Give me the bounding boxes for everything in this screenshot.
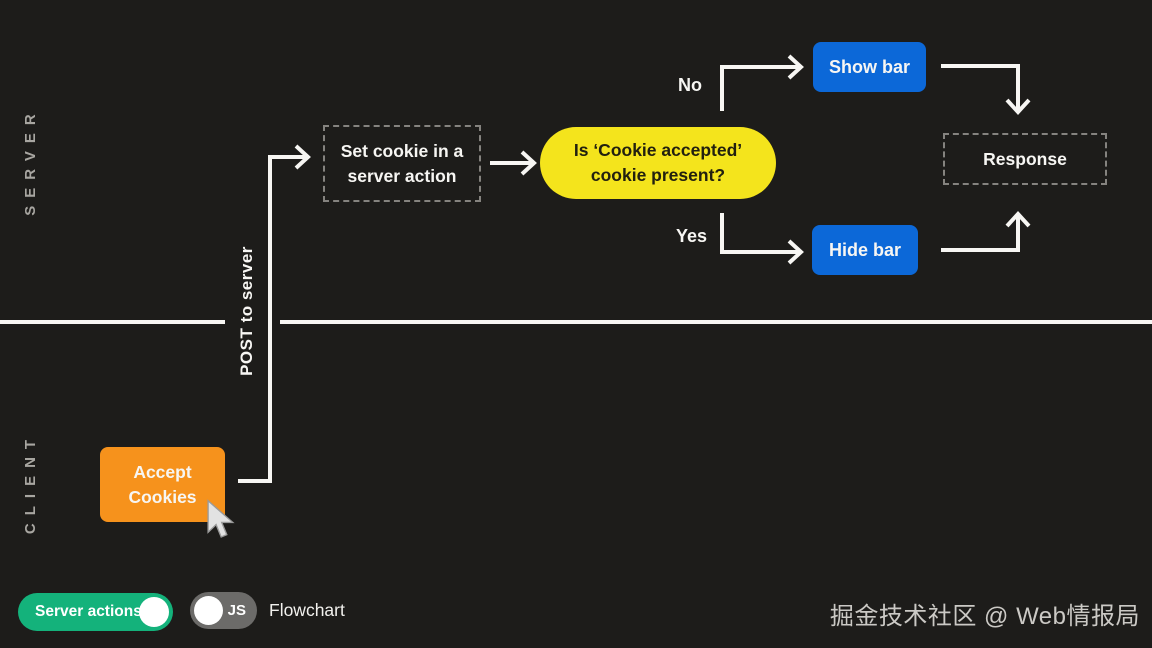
js-toggle-label: JS (227, 602, 246, 619)
connector-hidebar-to-response (941, 214, 1020, 252)
arrowhead-response-top (1005, 98, 1031, 115)
post-to-server-label: POST to server (237, 246, 256, 376)
yes-branch-label: Yes (676, 226, 708, 246)
js-toggle[interactable]: JS (190, 592, 257, 629)
accept-cookies-button[interactable]: Accept Cookies (100, 447, 225, 522)
connector-accept-to-setcookie (238, 155, 308, 483)
lane-label-client: CLIENT (22, 431, 39, 535)
server-actions-toggle-knob[interactable] (139, 597, 169, 627)
hide-bar-node: Hide bar (812, 225, 918, 275)
arrowhead-response-bottom (1005, 211, 1031, 228)
connector-showbar-to-response (941, 64, 1020, 112)
watermark-text: 掘金技术社区 @ Web情报局 (829, 603, 1140, 630)
no-branch-label: No (678, 75, 702, 95)
arrowhead-setcookie (294, 144, 311, 170)
show-bar-label: Show bar (828, 56, 910, 77)
server-actions-toggle-label: Server actions (35, 603, 142, 620)
accept-cookies-label: Accept Cookies (128, 461, 197, 507)
mouse-cursor-icon (207, 499, 235, 538)
arrowhead-showbar (787, 54, 804, 80)
flowchart-mode-label: Flowchart (269, 600, 345, 620)
response-label: Response (983, 148, 1067, 169)
server-actions-toggle[interactable]: Server actions (18, 593, 173, 631)
arrowhead-decision (520, 150, 537, 176)
set-cookie-label: Set cookie in a server action (340, 140, 464, 186)
cookie-decision-label: Is ‘Cookie accepted’ cookie present? (573, 140, 743, 185)
response-node: Response (943, 133, 1107, 185)
arrowhead-hidebar (787, 239, 804, 265)
cookie-decision-node: Is ‘Cookie accepted’ cookie present? (540, 127, 776, 199)
connector-no-branch (720, 65, 801, 111)
show-bar-node: Show bar (813, 42, 926, 92)
js-toggle-knob[interactable] (194, 596, 223, 625)
connector-yes-branch (720, 213, 801, 254)
hide-bar-label: Hide bar (828, 239, 902, 260)
set-cookie-node: Set cookie in a server action (323, 125, 481, 202)
lane-label-server: SERVER (22, 106, 39, 216)
